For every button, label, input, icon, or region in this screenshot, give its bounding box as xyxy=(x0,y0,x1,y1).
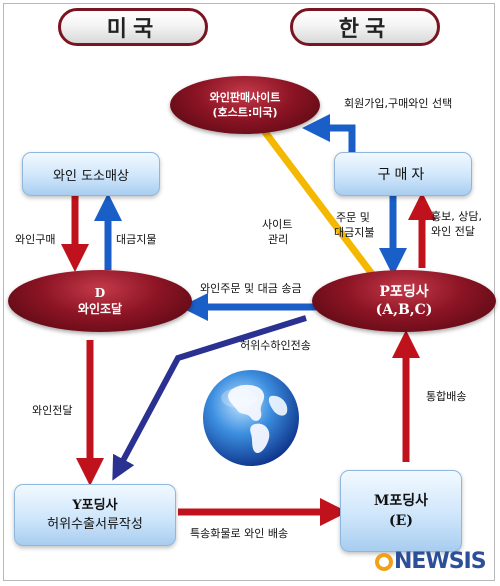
label-member-join: 회원가입,구매와인 선택 xyxy=(344,97,453,110)
p-node-name: P포딩사 xyxy=(379,284,429,300)
d-node-name: D xyxy=(94,286,106,300)
wine-wholesaler-node: 와인 도소매상 xyxy=(22,152,160,196)
m-node-name: M포딩사 xyxy=(373,493,429,509)
label-site-manage-1: 사이트 xyxy=(262,218,293,231)
label-combined-ship: 통합배송 xyxy=(426,390,467,403)
newsis-logo-ring-icon xyxy=(375,552,393,571)
header-usa: 미국 xyxy=(58,8,208,46)
label-order-remit: 와인주문 및 대금 송금 xyxy=(200,282,302,295)
wine-site-title: 와인판매사이트 xyxy=(209,91,281,104)
arrow-p-to-y xyxy=(112,315,307,481)
label-special-ship: 특송화물로 와인 배송 xyxy=(190,527,289,540)
newsis-logo: NEWSIS xyxy=(375,549,487,574)
m-node-code: (E) xyxy=(389,513,413,529)
wholesaler-label: 와인 도소매상 xyxy=(53,168,129,184)
p-forwarder-node: P포딩사 (A,B,C) xyxy=(312,270,496,332)
p-node-companies: (A,B,C) xyxy=(375,302,433,318)
y-forwarder-node: Y포딩사 허위수출서류작성 xyxy=(14,484,176,546)
d-procurement-node: D 와인조달 xyxy=(8,270,192,332)
diagram-frame xyxy=(3,3,495,581)
newsis-logo-text: NEWSIS xyxy=(394,549,487,574)
buyer-label: 구매자 xyxy=(377,167,429,183)
wine-sales-site-node: 와인판매사이트 (호스트:미국) xyxy=(170,76,320,134)
header-korea: 한국 xyxy=(290,8,440,46)
label-payment: 대금지물 xyxy=(116,233,157,246)
d-node-role: 와인조달 xyxy=(77,302,123,316)
label-promo-1: 홍보, 상담, xyxy=(431,210,482,223)
label-false-import: 허위수하인전송 xyxy=(240,339,311,352)
label-wine-deliver: 와인전달 xyxy=(32,404,73,417)
label-wine-buy: 와인구매 xyxy=(15,233,56,246)
y-node-task: 허위수출서류작성 xyxy=(47,517,143,532)
site-management-line xyxy=(258,124,382,286)
label-order-pay-2: 대금지불 xyxy=(334,226,375,239)
m-forwarder-node: M포딩사 (E) xyxy=(340,470,462,552)
wine-site-host: (호스트:미국) xyxy=(212,106,278,119)
y-node-name: Y포딩사 xyxy=(72,498,118,513)
label-site-manage-2: 관리 xyxy=(268,233,289,246)
arrow-buyer-to-site xyxy=(302,114,356,152)
globe-icon xyxy=(203,370,299,466)
buyer-node: 구매자 xyxy=(334,152,472,196)
label-promo-2: 와인 전달 xyxy=(431,225,475,238)
label-order-pay-1: 주문 및 xyxy=(336,211,370,224)
